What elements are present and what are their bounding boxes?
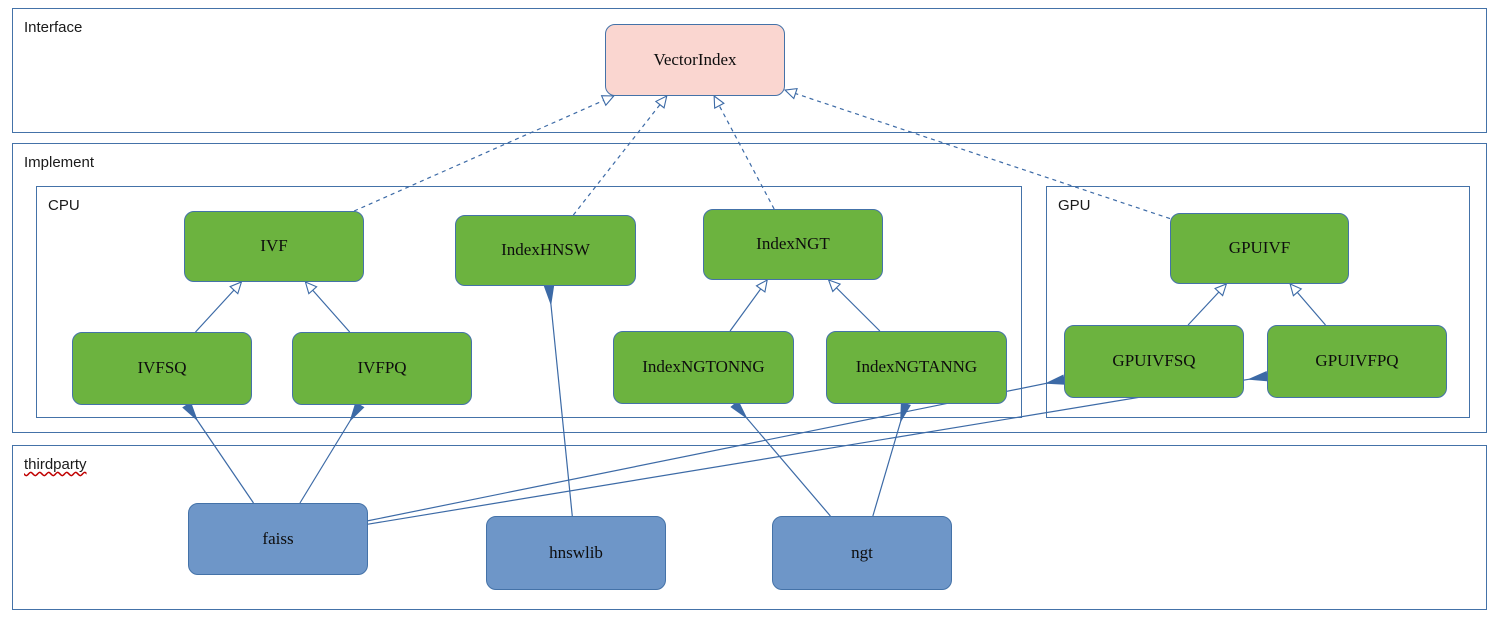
node-label: hnswlib bbox=[549, 542, 603, 562]
node-gpuivf[interactable]: GPUIVF bbox=[1170, 213, 1349, 284]
node-ivf[interactable]: IVF bbox=[184, 211, 364, 282]
group-label-cpu: CPU bbox=[48, 197, 80, 214]
node-vectorindex[interactable]: VectorIndex bbox=[605, 24, 785, 96]
node-label: IndexHNSW bbox=[501, 240, 590, 260]
node-label: ngt bbox=[851, 542, 873, 562]
node-indexhnsw[interactable]: IndexHNSW bbox=[455, 215, 636, 286]
node-label: GPUIVFSQ bbox=[1112, 351, 1196, 371]
group-label-gpu: GPU bbox=[1058, 197, 1091, 214]
node-label: GPUIVF bbox=[1228, 238, 1291, 258]
node-gpuivfpq[interactable]: GPUIVFPQ bbox=[1267, 325, 1447, 398]
node-indexngtanng[interactable]: IndexNGTANNG bbox=[826, 331, 1007, 404]
node-ngt[interactable]: ngt bbox=[772, 516, 952, 590]
node-hnswlib[interactable]: hnswlib bbox=[486, 516, 666, 590]
node-label: IndexNGTONNG bbox=[642, 357, 765, 377]
node-label: IVFSQ bbox=[137, 358, 187, 378]
node-gpuivfsq[interactable]: GPUIVFSQ bbox=[1064, 325, 1244, 398]
group-label-interface: Interface bbox=[24, 19, 83, 36]
node-indexngt[interactable]: IndexNGT bbox=[703, 209, 883, 280]
node-indexngtonng[interactable]: IndexNGTONNG bbox=[613, 331, 794, 404]
node-label: VectorIndex bbox=[653, 49, 737, 69]
node-label: IVFPQ bbox=[357, 358, 407, 378]
node-label: GPUIVFPQ bbox=[1315, 351, 1399, 371]
node-label: faiss bbox=[262, 528, 294, 548]
node-ivfpq[interactable]: IVFPQ bbox=[292, 332, 472, 405]
group-label-thirdparty: thirdparty bbox=[24, 456, 87, 473]
node-label: IndexNGTANNG bbox=[855, 357, 978, 377]
node-label: IVF bbox=[260, 236, 288, 256]
node-label: IndexNGT bbox=[756, 234, 830, 254]
node-ivfsq[interactable]: IVFSQ bbox=[72, 332, 252, 405]
group-label-implement: Implement bbox=[24, 154, 95, 171]
node-faiss[interactable]: faiss bbox=[188, 503, 368, 575]
